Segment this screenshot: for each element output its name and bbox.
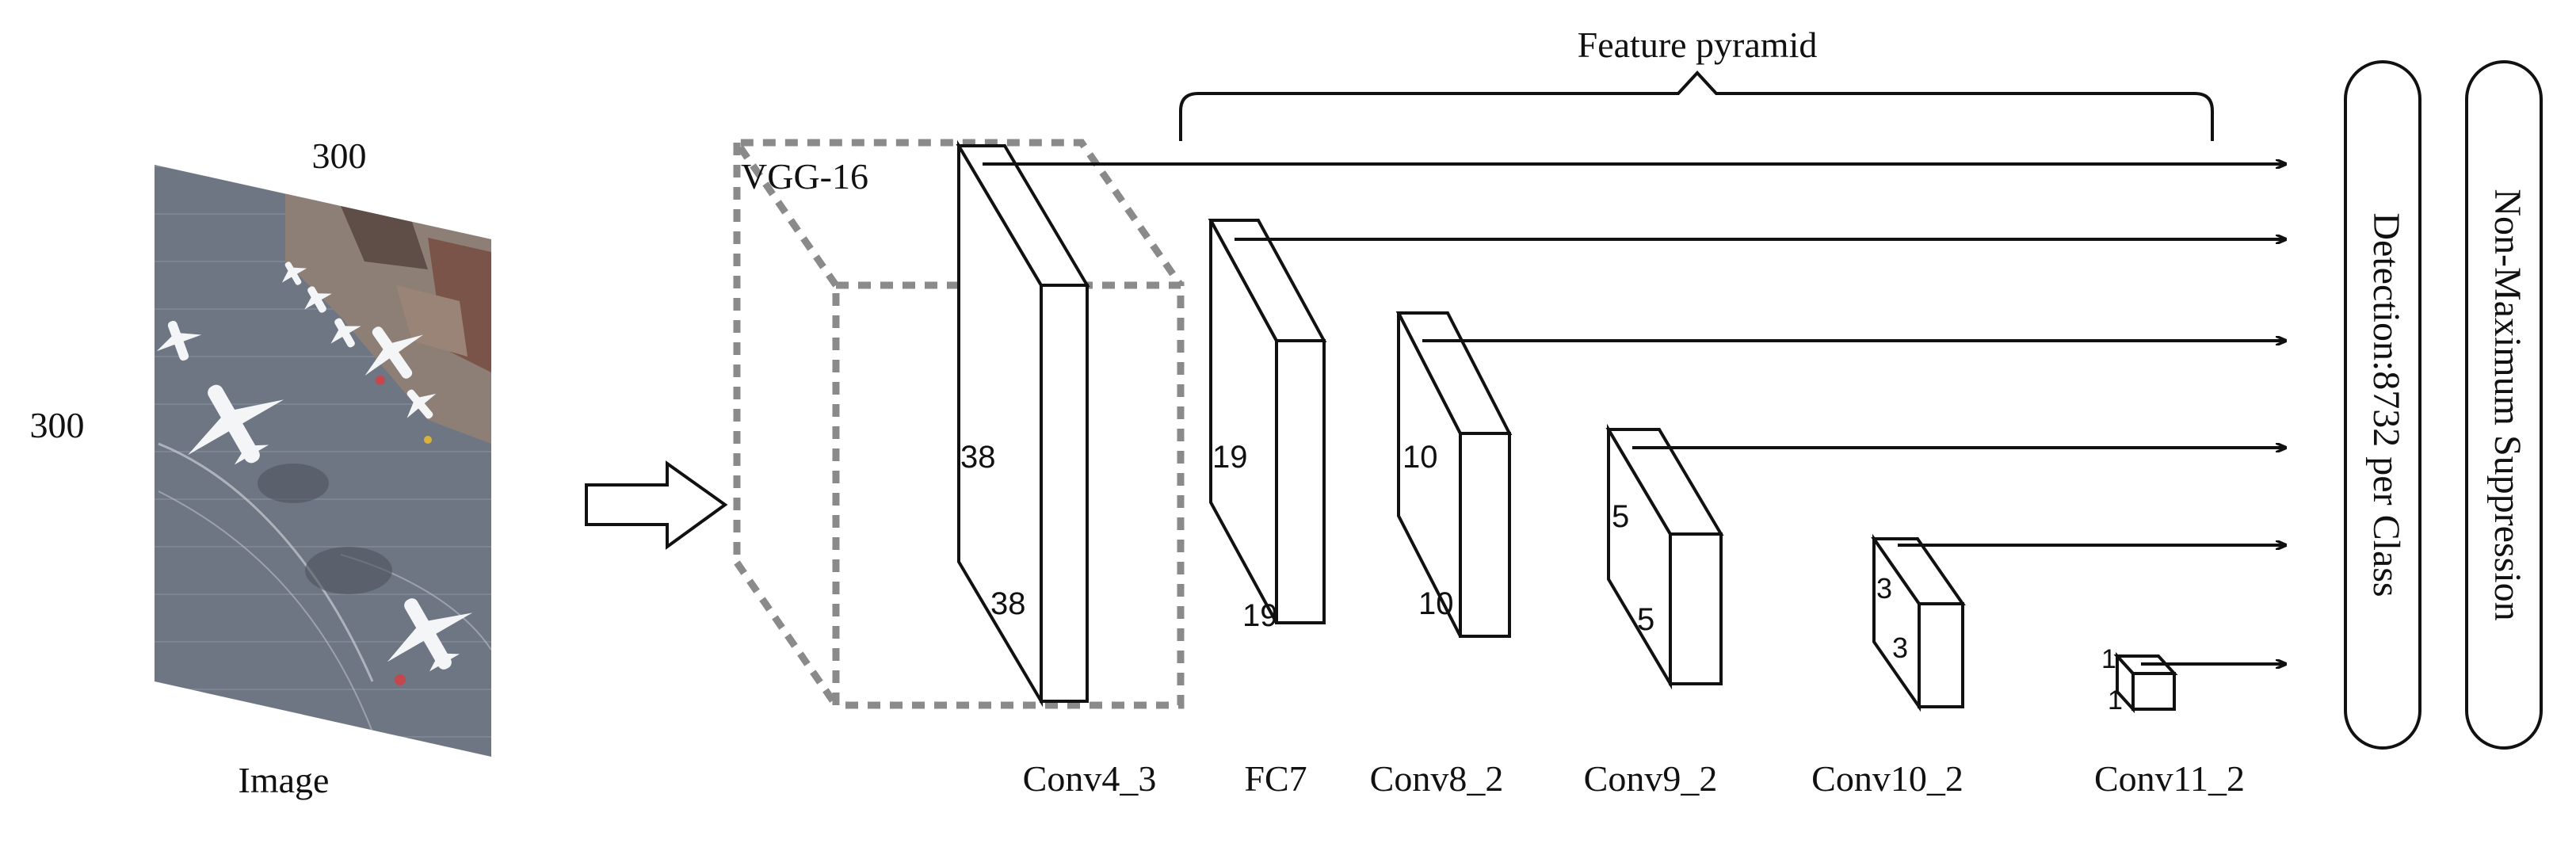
layer-conv8_2-name: Conv8_2 xyxy=(1370,758,1504,799)
layer-conv11_2-front-face xyxy=(2131,672,2176,711)
vgg16-dashed-box xyxy=(730,139,1185,709)
feature-pyramid-title: Feature pyramid xyxy=(1578,25,1818,65)
layer-conv9_2-height-label: 5 xyxy=(1612,499,1629,534)
layer-conv4_3-height-label: 38 xyxy=(960,440,996,475)
feature-pyramid-brace xyxy=(1179,71,2214,141)
layer-conv8_2-height-label: 10 xyxy=(1402,440,1438,475)
vgg16-label: VGG-16 xyxy=(741,156,868,197)
layer-conv9_2-name: Conv9_2 xyxy=(1584,758,1718,799)
layer-fc7-width-label: 19 xyxy=(1242,598,1278,633)
layer-fc7-name: FC7 xyxy=(1244,758,1307,799)
layer-conv4_3-name: Conv4_3 xyxy=(1023,758,1157,799)
layer-conv10_2-name: Conv10_2 xyxy=(1811,758,1963,799)
layer-conv10_2-width-label: 3 xyxy=(1892,632,1908,664)
detection-label: Detection:8732 per Class xyxy=(2365,212,2407,597)
layer-conv4_3-front-face xyxy=(1040,284,1089,703)
image-width-label: 300 xyxy=(312,135,367,176)
input-image: 300 300 Image xyxy=(30,135,491,800)
nms-label: Non-Maximum Suppression xyxy=(2486,189,2528,620)
layer-conv9_2-front-face xyxy=(1669,532,1723,685)
layer-conv10_2-height-label: 3 xyxy=(1876,572,1892,605)
layer-conv11_2-width-label: 1 xyxy=(2108,685,2123,716)
nms-box: Non-Maximum Suppression xyxy=(2465,60,2543,750)
layer-conv8_2-front-face xyxy=(1459,432,1511,638)
layer-conv11_2-height-label: 1 xyxy=(2101,644,2116,674)
input-arrow xyxy=(585,460,728,550)
layer-conv4_3-width-label: 38 xyxy=(990,586,1026,621)
layer-conv11_2-name: Conv11_2 xyxy=(2094,758,2245,799)
image-caption: Image xyxy=(239,760,330,800)
layer-fc7-height-label: 19 xyxy=(1212,440,1248,475)
layer-conv8_2-width-label: 10 xyxy=(1418,586,1454,621)
layer-conv9_2-width-label: 5 xyxy=(1637,602,1654,637)
image-height-label: 300 xyxy=(30,405,85,445)
layer-conv10_2-front-face xyxy=(1918,602,1964,708)
detection-box: Detection:8732 per Class xyxy=(2344,60,2421,750)
layer-fc7-front-face xyxy=(1275,339,1326,624)
